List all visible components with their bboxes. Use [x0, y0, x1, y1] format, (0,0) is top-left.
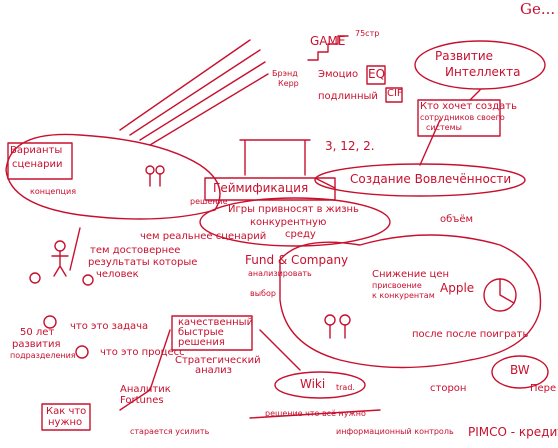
variants-2: сценарии [12, 159, 63, 170]
develop-intel-2: Интеллекта [445, 65, 521, 79]
quality-3: решения [178, 337, 225, 348]
how-what-box [41, 403, 91, 431]
strategic-1: Стратегический [175, 355, 261, 366]
eq-label: EQ [368, 67, 386, 81]
tries-label: старается усилить [130, 427, 210, 436]
analytics-1: Аналитик [120, 384, 171, 395]
decision-label: решение что всё нужно [265, 409, 366, 418]
games-bring-2: конкурентную [250, 217, 327, 228]
right-region [279, 234, 542, 369]
connector-6 [69, 227, 81, 271]
apple-pie-slice [499, 278, 515, 304]
choose-1: Снижение цен [372, 269, 450, 280]
cif-box [385, 87, 403, 103]
fund-sub: анализировать [248, 269, 312, 278]
pimco-label: PIMCO - кредит [468, 425, 558, 439]
after-play: после после поиграть [412, 329, 529, 340]
gamification-label: Геймификация [213, 181, 309, 195]
quality-2: быстрые [178, 327, 224, 338]
per-label: Пере [530, 383, 557, 394]
concept-label: концепция [30, 187, 77, 196]
numbers-label: 3, 12, 2. [325, 139, 375, 153]
title-partial: Ge... [520, 0, 556, 18]
games-bring-oval [199, 197, 391, 247]
want-create-3: системы [426, 123, 462, 132]
bw-label: BW [510, 363, 530, 377]
volume-label: объём [440, 214, 474, 225]
choose-3: к конкурентам [372, 291, 435, 300]
what-task: что это задача [70, 321, 149, 332]
develop-oval [414, 40, 546, 90]
game-score: 75стр [355, 29, 380, 38]
cif-label: CIF [387, 88, 403, 99]
years-2: развития [12, 339, 61, 350]
small-circle-a [29, 272, 41, 284]
want-create-box [417, 99, 501, 137]
how-what-2: нужно [48, 417, 83, 428]
involvement-label: Создание Вовлечённости [350, 172, 512, 186]
decision-line [249, 409, 381, 419]
fund-label: Fund & Company [245, 253, 349, 267]
games-bring-3: среду [285, 229, 316, 240]
real-scenario-1: чем реальнее сценарий [140, 231, 267, 242]
goal-post [239, 139, 311, 176]
real-scenario-4: человек [96, 269, 139, 280]
wiki-sub: trad. [336, 383, 355, 392]
years-1: 50 лет [20, 327, 55, 338]
diagonal-lines [119, 39, 269, 146]
analytics-2: Fortunes [120, 395, 164, 406]
quality-box [171, 315, 253, 351]
want-create-2: сотрудников своего [420, 113, 505, 122]
game-stairs [307, 35, 349, 61]
develop-intel-1: Развитие [435, 49, 494, 63]
brand-b: Керр [278, 79, 299, 88]
want-create-1: Кто хочет создать [420, 101, 518, 112]
real-scenario-3: результаты которые [88, 257, 198, 268]
what-process: что это процесс [100, 347, 185, 358]
strategic-2: анализ [195, 365, 233, 376]
personal-label: подлинный [318, 91, 378, 102]
apple-label: Apple [440, 281, 475, 295]
connector-2 [419, 119, 441, 166]
variants-1: Варианты [10, 145, 63, 156]
stick-figures [51, 165, 351, 339]
wiki-label: Wiki [300, 377, 326, 391]
select-label: выбор [250, 289, 276, 298]
small-circle-b [82, 274, 94, 286]
how-what-1: Как что [46, 406, 87, 417]
connector-5 [259, 329, 301, 371]
years-3: подразделения [10, 351, 76, 360]
connector-3 [469, 89, 481, 101]
left-oval-outline [5, 133, 221, 220]
small-circle-c [75, 345, 89, 359]
bw-oval [491, 355, 549, 389]
small-circle-d [43, 315, 57, 329]
wiki-oval [274, 371, 366, 399]
solution-label: решение [190, 197, 228, 206]
games-bring-1: Игры привносят в жизнь [228, 204, 359, 215]
variants-box [7, 142, 73, 180]
choose-2: присвоение [372, 281, 422, 290]
brand-a: Брэнд [272, 69, 298, 78]
emotional-label: Эмоцио [318, 69, 359, 80]
story-label: сторон [430, 383, 467, 394]
game-label: GAME [310, 34, 346, 48]
real-scenario-2: тем достовернее [90, 245, 181, 256]
eq-box [366, 65, 386, 85]
quality-1: качественный [178, 317, 254, 328]
info-conn-label: информационный контроль [336, 427, 454, 436]
connector-1 [314, 177, 336, 189]
connector-4 [119, 329, 171, 411]
